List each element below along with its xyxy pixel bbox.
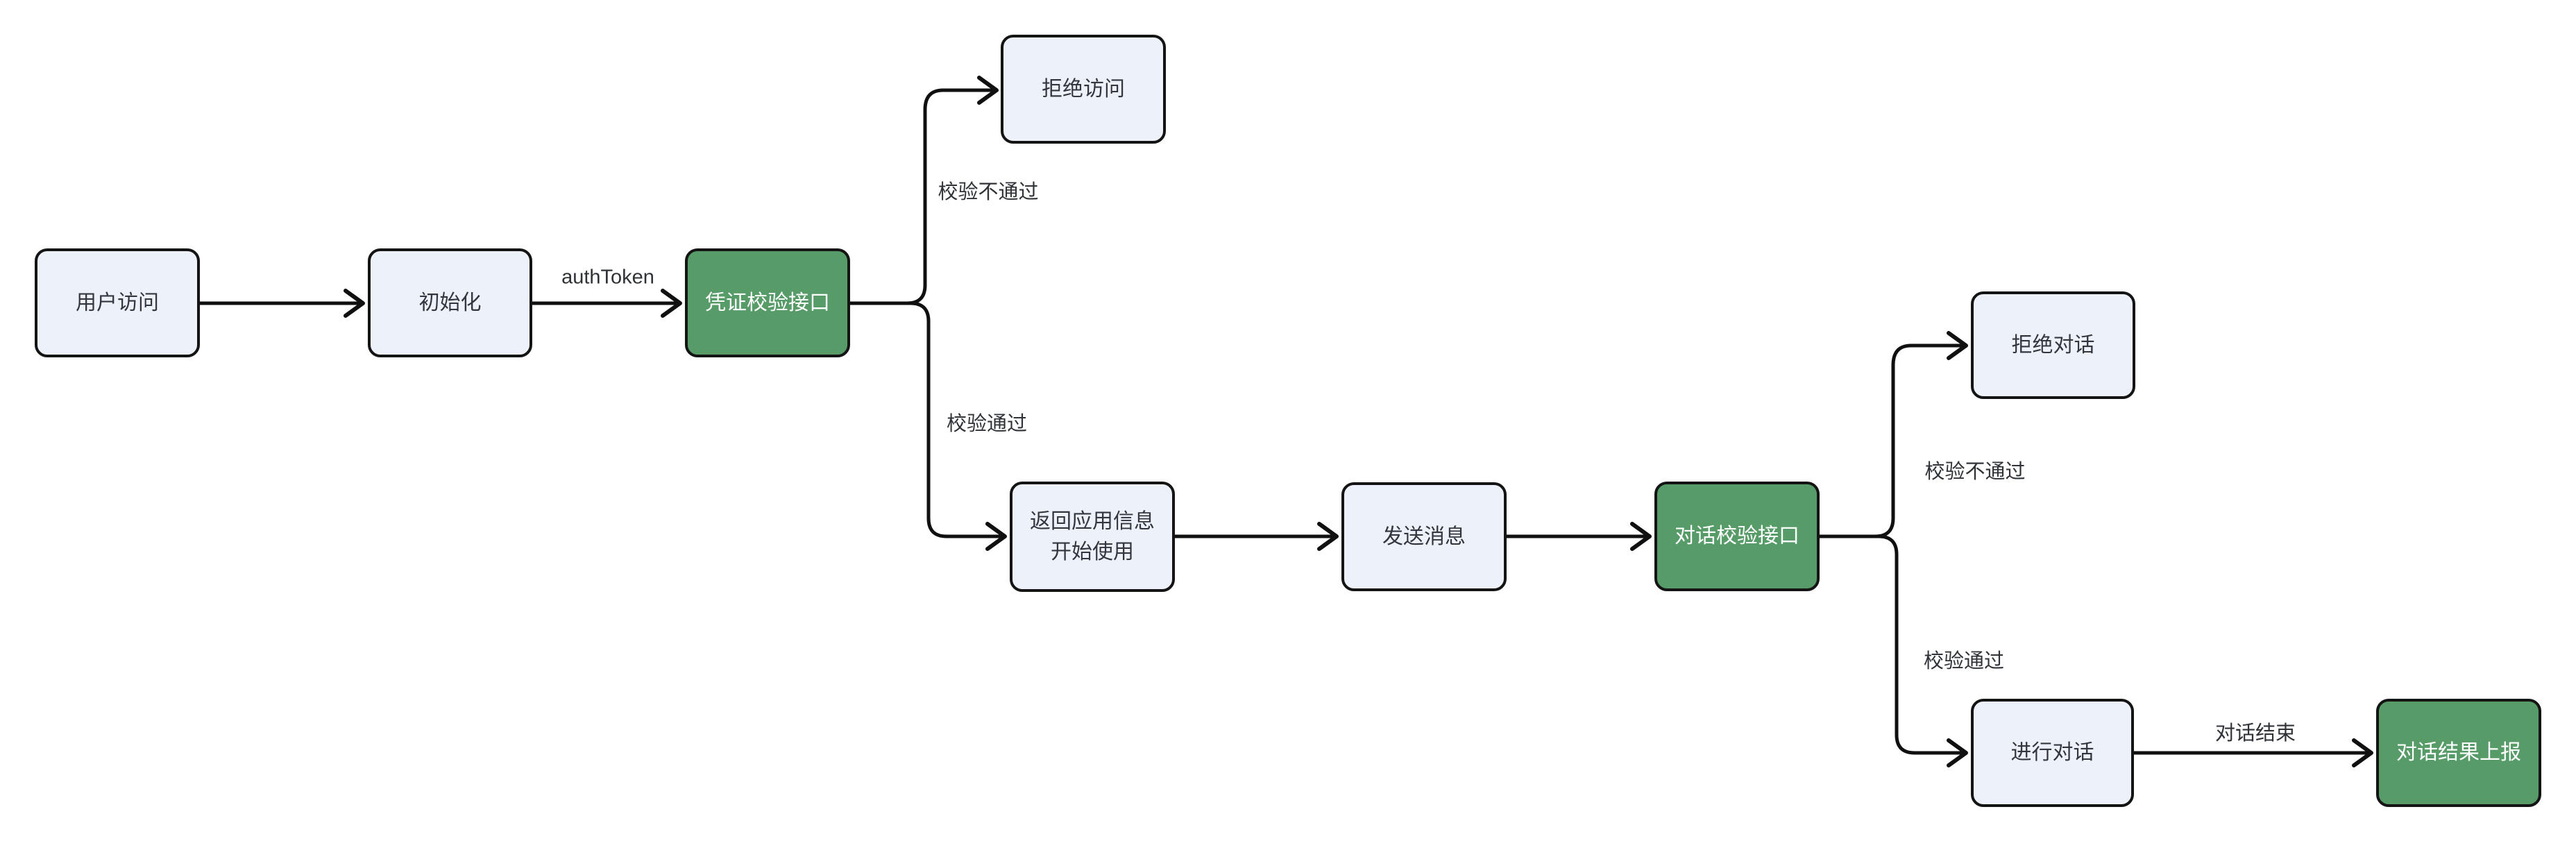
edge-label-check-pass-1: 校验通过 (946, 413, 1028, 435)
edge-credential-return-app (848, 301, 1003, 538)
edge-label-dialog-end: 对话结束 (2214, 722, 2296, 745)
arrowhead-run-dialog (1947, 738, 1968, 767)
edge-dialogcheck-deny-dialog (1817, 343, 1964, 538)
node-deny-dialog[interactable]: 拒绝对话 (1971, 291, 2135, 399)
node-return-app-info[interactable]: 返回应用信息 开始使用 (1010, 482, 1175, 592)
node-send-message[interactable]: 发送消息 (1341, 482, 1507, 591)
arrowhead-dialog-check (1630, 522, 1652, 551)
arrowhead-credential (661, 289, 682, 318)
node-run-dialog[interactable]: 进行对话 (1971, 699, 2134, 807)
node-dialog-check-api[interactable]: 对话校验接口 (1654, 482, 1820, 591)
edge-label-check-fail-2: 校验不通过 (1924, 461, 2026, 483)
arrowhead-deny-access (977, 76, 999, 105)
edge-dialogcheck-run-dialog (1817, 534, 1964, 755)
node-user-access[interactable]: 用户访问 (35, 248, 200, 357)
arrowhead-init (344, 289, 365, 318)
arrowhead-return-app (985, 522, 1007, 551)
arrowhead-send-message (1317, 522, 1339, 551)
node-init[interactable]: 初始化 (368, 248, 532, 357)
edge-label-check-fail-1: 校验不通过 (938, 181, 1039, 203)
node-credential-check-api[interactable]: 凭证校验接口 (685, 248, 850, 357)
node-dialog-result-report[interactable]: 对话结果上报 (2376, 699, 2541, 807)
edge-label-auth-token: authToken (561, 266, 654, 289)
node-deny-access[interactable]: 拒绝访问 (1001, 35, 1166, 144)
arrowhead-deny-dialog (1947, 331, 1968, 360)
arrowhead-report (2352, 738, 2373, 767)
edge-label-check-pass-2: 校验通过 (1923, 650, 2005, 672)
